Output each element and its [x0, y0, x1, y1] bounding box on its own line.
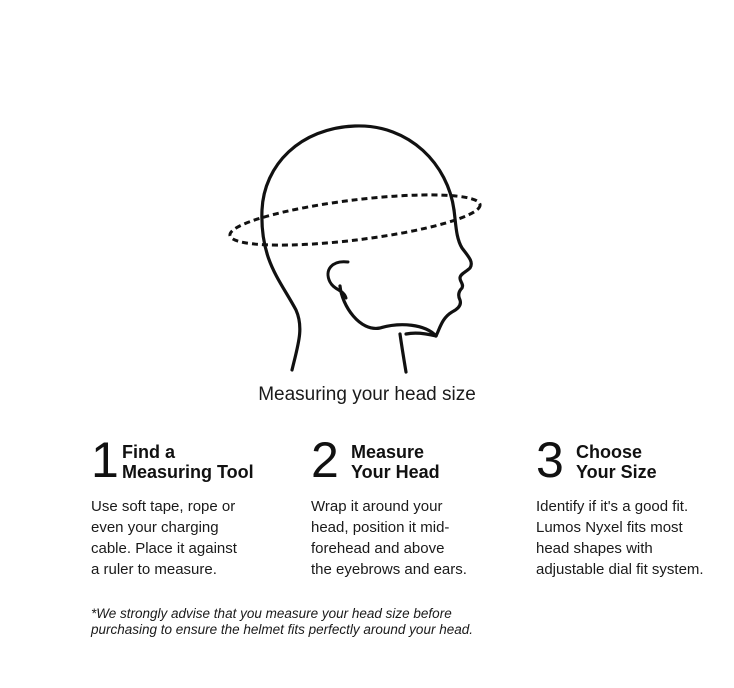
step-description-line: a ruler to measure. [91, 561, 217, 578]
step-title: Measure Your Head [351, 442, 440, 482]
step-title-line: Find a [122, 442, 175, 462]
step-description-line: even your charging [91, 519, 219, 536]
head-profile-icon [228, 124, 482, 374]
step-title-line: Measuring Tool [122, 462, 254, 482]
measuring-tape-icon [228, 193, 482, 247]
step-description: Use soft tape, rope or even your chargin… [91, 496, 237, 580]
step-description-line: head, position it mid- [311, 519, 450, 536]
step-description: Identify if it's a good fit. Lumos Nyxel… [536, 496, 704, 580]
illustration-caption: Measuring your head size [258, 384, 476, 405]
step-description-line: forehead and above [311, 540, 445, 557]
step-number: 2 [311, 432, 339, 488]
step-title-line: Your Head [351, 462, 440, 482]
step-title-line: Measure [351, 442, 425, 462]
step-description-line: Use soft tape, rope or [91, 498, 236, 515]
note-line: *We strongly advise that you measure you… [91, 606, 452, 621]
step-title: Choose Your Size [576, 442, 657, 482]
step-description-line: adjustable dial fit system. [536, 561, 704, 578]
step-title: Find a Measuring Tool [122, 442, 254, 482]
step-title-line: Choose [576, 442, 643, 462]
step-description-line: Lumos Nyxel fits most [536, 519, 683, 536]
step-title-line: Your Size [576, 462, 657, 482]
step-number: 3 [536, 432, 564, 488]
step-description: Wrap it around your head, position it mi… [311, 496, 467, 580]
step-number: 1 [91, 432, 119, 488]
advisory-note: *We strongly advise that you measure you… [91, 606, 473, 638]
head-measurement-illustration [220, 110, 490, 380]
step-description-line: head shapes with [536, 540, 653, 557]
step-description-line: Identify if it's a good fit. [536, 498, 689, 515]
note-line: purchasing to ensure the helmet fits per… [91, 622, 473, 637]
step-description-line: the eyebrows and ears. [311, 561, 467, 578]
step-description-line: Wrap it around your [311, 498, 443, 515]
step-description-line: cable. Place it against [91, 540, 237, 557]
